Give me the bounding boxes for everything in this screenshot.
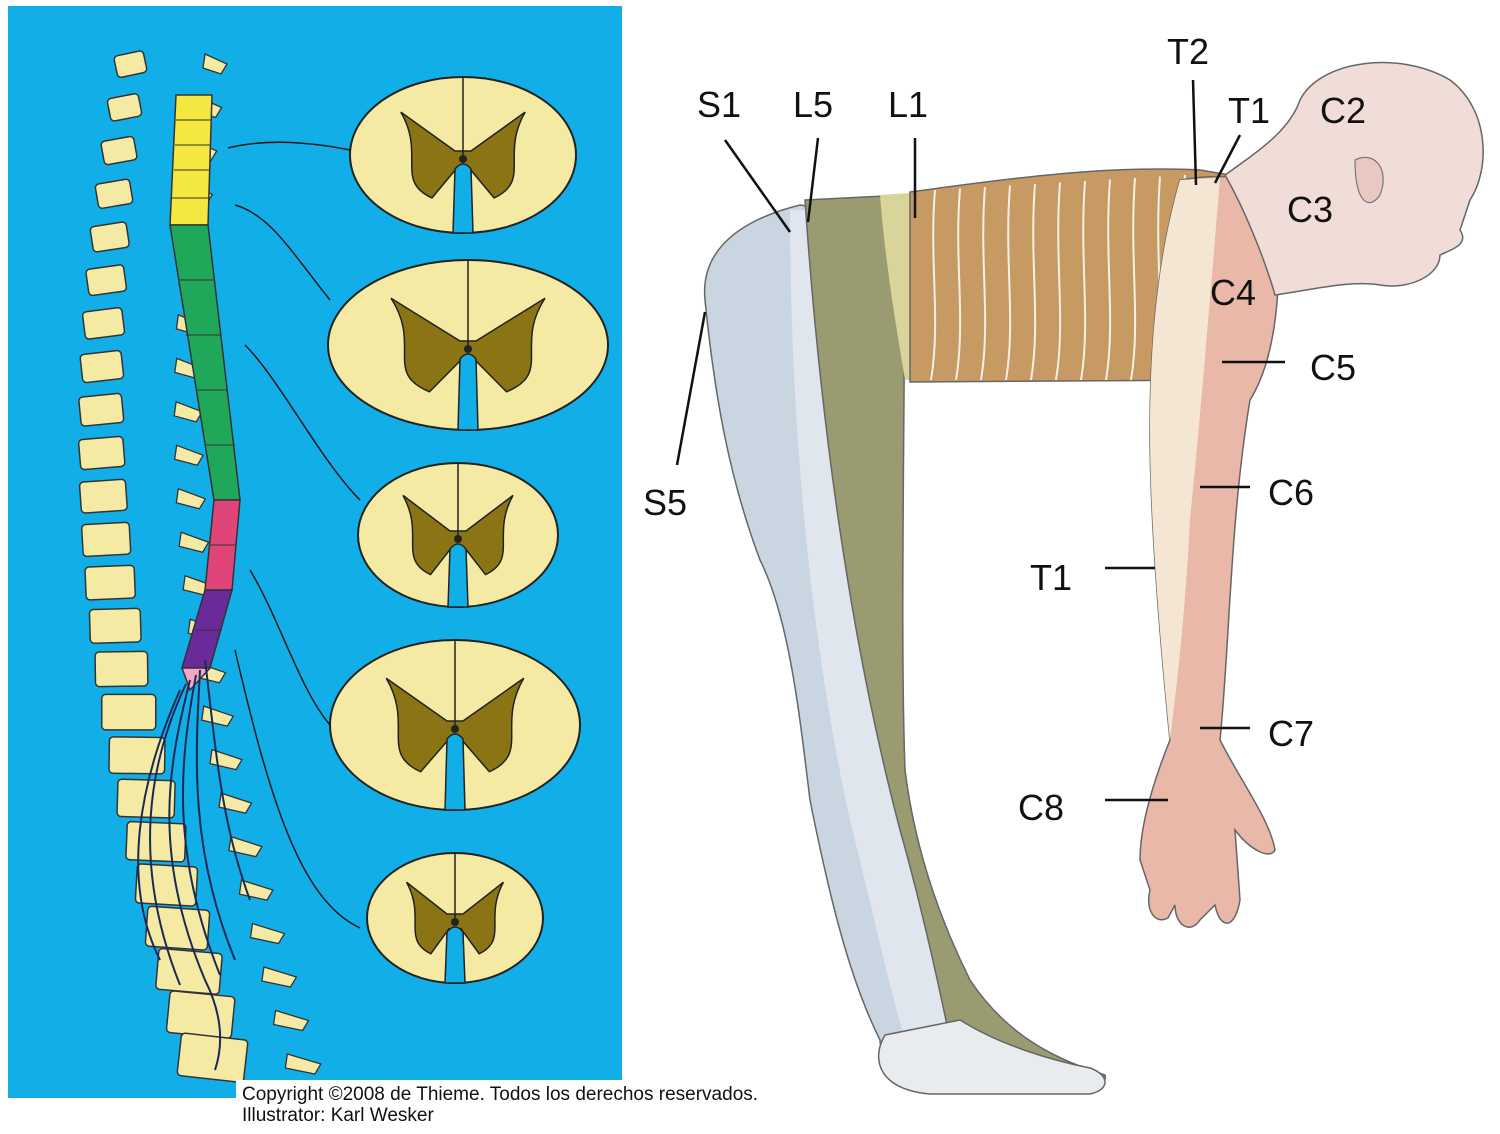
copyright-text: Copyright ©2008 de Thieme. Todos los der… <box>242 1084 758 1105</box>
vertebral-body <box>84 564 136 601</box>
dermatome-panel: S1 L5 L1 T2 T1 C2 C3 C4 C5 C6 T1 C7 C8 S… <box>643 31 1484 1095</box>
spine-panel <box>8 6 622 1098</box>
anterior-fissure <box>457 353 479 431</box>
label-c7: C7 <box>1268 713 1314 754</box>
vertebral-body <box>77 435 126 471</box>
anterior-fissure <box>444 926 466 984</box>
label-t2: T2 <box>1167 31 1209 72</box>
anterior-fissure <box>447 543 469 608</box>
spinous-process <box>261 966 298 988</box>
vertebral-body <box>113 50 148 79</box>
head-neck-region <box>1224 61 1484 296</box>
vertebral-body <box>165 990 236 1039</box>
label-s5: S5 <box>643 482 687 523</box>
label-l5: L5 <box>793 84 833 125</box>
leg-l5-region <box>804 194 1106 1093</box>
vertebral-body <box>94 178 134 209</box>
label-t1-arm: T1 <box>1030 557 1072 598</box>
anterior-fissure <box>452 163 474 234</box>
vertebral-body <box>106 93 143 122</box>
vertebral-body <box>81 307 126 340</box>
vertebral-body <box>176 1032 249 1084</box>
central-canal <box>459 155 467 163</box>
spinous-process <box>173 400 204 423</box>
label-l1: L1 <box>888 84 928 125</box>
trunk-band-line <box>955 188 962 381</box>
vertebral-body <box>85 264 128 297</box>
illustrator-text: Illustrator: Karl Wesker <box>242 1105 434 1126</box>
dermatome-labels: S1 L5 L1 T2 T1 C2 C3 C4 C5 C6 T1 C7 C8 S… <box>643 31 1366 828</box>
trunk-band-line <box>1055 182 1062 381</box>
spinous-process <box>202 53 228 75</box>
ear <box>1354 156 1384 204</box>
vertebral-body <box>125 820 187 863</box>
label-c4: C4 <box>1210 272 1256 313</box>
vertebral-body <box>100 135 138 166</box>
vertebral-body <box>79 349 125 384</box>
central-canal <box>464 345 472 353</box>
label-c5: C5 <box>1310 347 1356 388</box>
trunk-band-line <box>1005 185 1012 381</box>
spinous-process <box>201 705 235 727</box>
trunk-thoracic-region <box>909 168 1231 383</box>
cauda-equina <box>137 659 251 1071</box>
cord-cervical-segment <box>169 94 213 226</box>
label-c8: C8 <box>1018 787 1064 828</box>
vertebral-body <box>78 478 128 514</box>
spinous-process <box>284 1053 322 1075</box>
foot <box>877 1019 1106 1095</box>
trunk-band-line <box>1080 180 1087 381</box>
copyright-notice: Copyright ©2008 de Thieme. Todos los der… <box>236 1080 856 1128</box>
spinous-process <box>272 1009 310 1032</box>
vertebral-body <box>108 736 166 775</box>
trunk-band-line <box>1030 183 1037 381</box>
section-pointer-lines <box>227 141 361 929</box>
vertebral-body <box>89 221 130 253</box>
vertebral-body <box>78 392 125 427</box>
arm-t1-strip <box>1150 178 1220 740</box>
label-t1-neck: T1 <box>1228 90 1270 131</box>
spinous-process <box>173 444 205 467</box>
cord-segment-lines <box>172 119 236 631</box>
vertebral-body <box>88 607 142 644</box>
trunk-band-line <box>1105 179 1112 381</box>
cord-cross-sections <box>327 76 609 984</box>
spinous-process <box>178 531 210 554</box>
spinal-cord <box>137 94 251 1071</box>
spinous-process <box>175 487 207 510</box>
spinous-process <box>228 835 263 858</box>
central-canal <box>454 535 462 543</box>
anterior-fissure <box>444 733 466 811</box>
label-c2: C2 <box>1320 90 1366 131</box>
vertebral-body <box>134 863 199 907</box>
label-leader-lines <box>675 79 1285 802</box>
central-canal <box>451 918 459 926</box>
spinous-process <box>249 922 286 945</box>
central-canal <box>451 725 459 733</box>
trunk-band-line <box>930 189 937 381</box>
label-s1: S1 <box>697 84 741 125</box>
spinous-process <box>218 792 253 814</box>
vertebral-body <box>100 693 157 731</box>
trunk-band-line <box>980 186 987 381</box>
vertebral-body <box>94 650 149 688</box>
label-c3: C3 <box>1287 189 1333 230</box>
vertebral-body <box>80 521 132 558</box>
label-c6: C6 <box>1268 472 1314 513</box>
vertebral-body <box>144 905 211 951</box>
vertebral-body <box>116 778 176 819</box>
trunk-band-line <box>1130 177 1137 381</box>
